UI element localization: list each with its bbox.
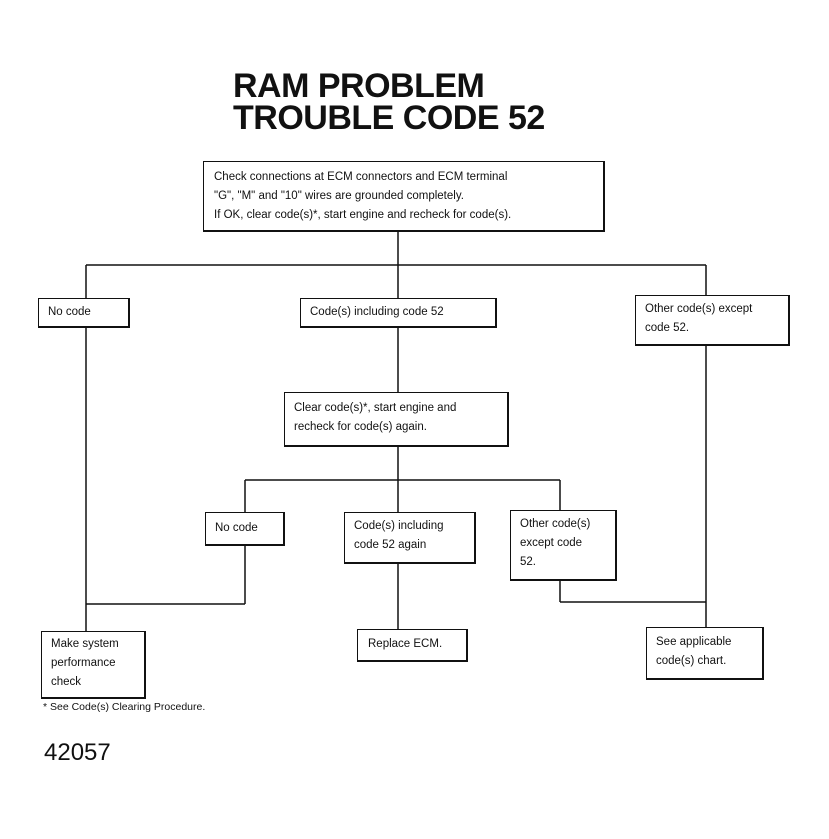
- box-text-line: If OK, clear code(s)*, start engine and …: [214, 209, 512, 221]
- box-text-line: code 52 again: [354, 539, 427, 551]
- footnote: * See Code(s) Clearing Procedure.: [43, 701, 206, 713]
- box-replace-ecm: Replace ECM.: [357, 629, 468, 662]
- box-text-line: performance: [51, 657, 116, 669]
- box-text-line: code 52.: [645, 322, 690, 334]
- box-text-line: "G", "M" and "10" wires are grounded com…: [214, 190, 464, 202]
- box-clear-again: Clear code(s)*, start engine and recheck…: [284, 392, 509, 447]
- box-text-line: check: [51, 676, 82, 688]
- box-text-line: 52.: [520, 556, 536, 568]
- figure-number: 42057: [44, 739, 111, 766]
- page-title: RAM PROBLEM TROUBLE CODE 52: [233, 67, 545, 137]
- box-other-codes-1: Other code(s) except code 52.: [635, 295, 790, 346]
- box-text-line: Clear code(s)*, start engine and: [294, 402, 457, 414]
- box-code52-1: Code(s) including code 52: [300, 298, 497, 328]
- box-no-code-2: No code: [205, 512, 285, 546]
- box-text-line: Check connections at ECM connectors and …: [214, 171, 508, 183]
- box-text-line: Other code(s): [520, 518, 591, 530]
- box-text-line: code(s) chart.: [656, 655, 727, 667]
- box-text-line: Code(s) including: [354, 520, 444, 532]
- box-no-code-1: No code: [38, 298, 130, 328]
- box-text-line: See applicable: [656, 636, 732, 648]
- box-text-line: except code: [520, 537, 583, 549]
- box-text-line: Other code(s) except: [645, 303, 753, 315]
- box-see-applicable: See applicable code(s) chart.: [646, 627, 764, 680]
- title-line-1: RAM PROBLEM: [233, 67, 485, 105]
- box-text-line: Code(s) including code 52: [310, 306, 444, 318]
- box-text-line: No code: [48, 306, 91, 318]
- box-text-line: recheck for code(s) again.: [294, 421, 427, 433]
- box-text-line: No code: [215, 522, 258, 534]
- box-text-line: Replace ECM.: [368, 638, 443, 650]
- box-check-connections: Check connections at ECM connectors and …: [203, 161, 605, 232]
- box-code52-2: Code(s) including code 52 again: [344, 512, 476, 564]
- box-text-line: Make system: [51, 638, 119, 650]
- box-other-codes-2: Other code(s) except code 52.: [510, 510, 617, 581]
- title-line-2: TROUBLE CODE 52: [233, 99, 545, 137]
- box-system-performance: Make system performance check: [41, 631, 146, 699]
